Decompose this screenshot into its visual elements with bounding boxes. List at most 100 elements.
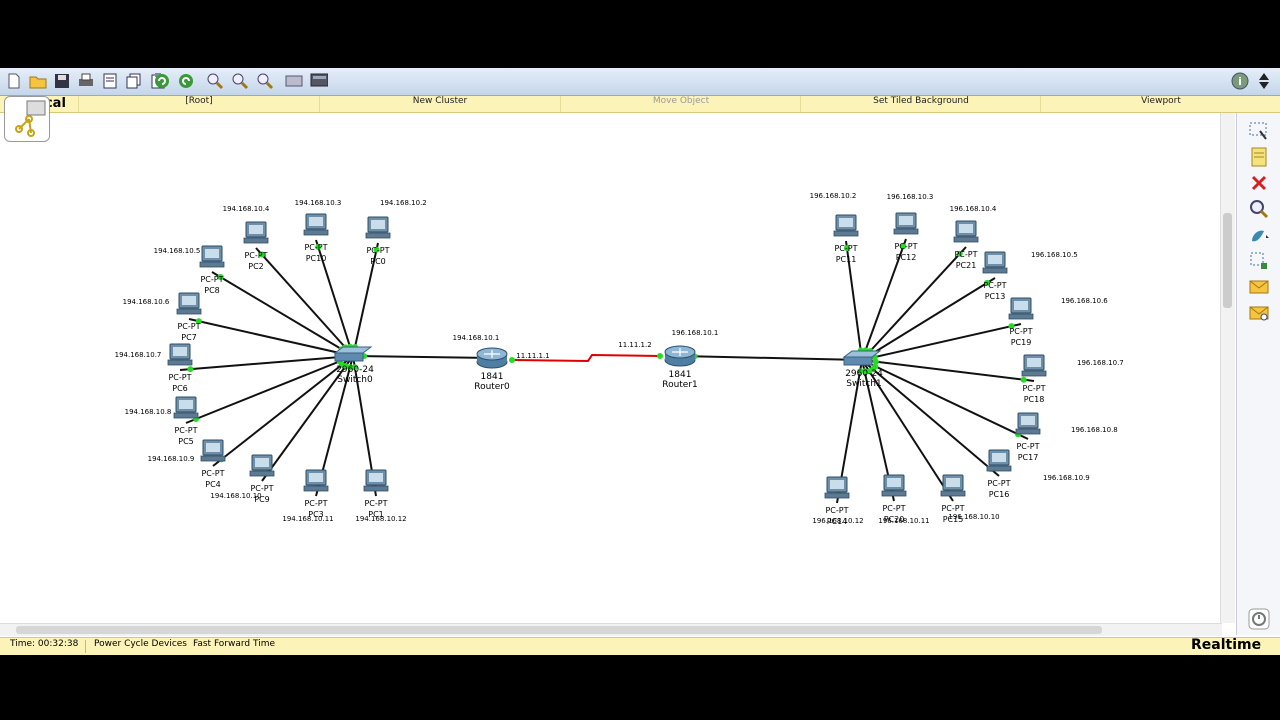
ethernet-link[interactable] bbox=[861, 323, 1022, 361]
zoom-reset-icon[interactable] bbox=[231, 72, 249, 90]
ethernet-link[interactable] bbox=[679, 355, 863, 361]
copy-icon[interactable] bbox=[125, 72, 143, 90]
move-object-button[interactable]: Move Object bbox=[560, 96, 801, 112]
undo-icon[interactable] bbox=[153, 72, 171, 90]
add-simple-pdu-icon[interactable] bbox=[1247, 275, 1271, 299]
ethernet-link[interactable] bbox=[861, 359, 954, 502]
power-cycle-devices-button[interactable]: Power Cycle Devices bbox=[94, 639, 187, 649]
ethernet-link[interactable] bbox=[861, 246, 967, 361]
activity-wizard-icon[interactable] bbox=[101, 72, 119, 90]
ethernet-link[interactable] bbox=[255, 247, 354, 357]
custom-devices-icon[interactable] bbox=[310, 72, 328, 90]
horizontal-scrollbar[interactable] bbox=[0, 623, 1222, 636]
link-status-light bbox=[315, 243, 322, 250]
fast-forward-time-button[interactable]: Fast Forward Time bbox=[193, 639, 276, 649]
new-cluster-button[interactable]: New Cluster bbox=[319, 96, 560, 112]
select-icon[interactable] bbox=[1247, 119, 1271, 143]
open-folder-icon[interactable] bbox=[29, 72, 47, 90]
ethernet-link[interactable] bbox=[861, 359, 1000, 477]
pc-name-label: PC3 bbox=[308, 510, 324, 519]
pc-screen bbox=[179, 400, 193, 409]
pc-base bbox=[953, 236, 979, 243]
ethernet-link[interactable] bbox=[352, 242, 379, 357]
inspect-icon[interactable] bbox=[1247, 197, 1271, 221]
ethernet-link[interactable] bbox=[179, 355, 354, 371]
root-breadcrumb[interactable]: [Root] bbox=[78, 96, 319, 112]
ip-address-label: 194.168.10.4 bbox=[223, 205, 270, 213]
logical-view-icon[interactable] bbox=[4, 96, 50, 142]
pc-type-label: PC-PT bbox=[825, 506, 848, 515]
drawing-palette-icon[interactable] bbox=[1247, 223, 1271, 247]
place-note-icon[interactable] bbox=[1247, 145, 1271, 169]
zoom-out-icon[interactable] bbox=[256, 72, 274, 90]
ethernet-link[interactable] bbox=[212, 355, 354, 467]
vertical-scroll-thumb[interactable] bbox=[1223, 213, 1232, 308]
add-complex-pdu-icon[interactable] bbox=[1247, 301, 1271, 325]
ethernet-link[interactable] bbox=[861, 359, 1029, 440]
resize-shape-icon[interactable] bbox=[1247, 249, 1271, 273]
save-icon[interactable] bbox=[53, 72, 71, 90]
serial-link[interactable] bbox=[513, 353, 661, 363]
zoom-in-icon[interactable] bbox=[206, 72, 224, 90]
ethernet-link[interactable] bbox=[261, 355, 354, 482]
horizontal-scroll-thumb[interactable] bbox=[16, 626, 1102, 634]
ethernet-link[interactable] bbox=[845, 240, 863, 361]
new-file-icon[interactable] bbox=[5, 72, 23, 90]
ip-address-label: 194.168.10.11 bbox=[282, 515, 333, 523]
print-icon[interactable] bbox=[77, 72, 95, 90]
redo-icon[interactable] bbox=[177, 72, 195, 90]
ethernet-link[interactable] bbox=[185, 355, 354, 424]
pc-type-label: PC-PT bbox=[177, 322, 200, 331]
realtime-mode-label[interactable]: Realtime bbox=[1191, 637, 1262, 653]
set-tiled-background-button[interactable]: Set Tiled Background bbox=[800, 96, 1041, 112]
ethernet-link[interactable] bbox=[861, 359, 1035, 382]
vertical-scrollbar[interactable] bbox=[1220, 113, 1235, 623]
ethernet-link[interactable] bbox=[861, 277, 996, 361]
pc-type-label: PC-PT bbox=[987, 479, 1010, 488]
link-status-light bbox=[1020, 376, 1027, 383]
viewport-button[interactable]: Viewport bbox=[1040, 96, 1280, 112]
ethernet-link[interactable] bbox=[315, 239, 354, 357]
help-icon[interactable]: i bbox=[1231, 72, 1249, 90]
pc-base bbox=[1008, 313, 1034, 320]
realtime-mode-icon[interactable] bbox=[1247, 607, 1271, 631]
status-bar: Time: 00:32:38 Power Cycle Devices Fast … bbox=[0, 637, 1280, 655]
ethernet-link[interactable] bbox=[211, 271, 354, 357]
palette-icon[interactable] bbox=[285, 72, 303, 90]
ethernet-link[interactable] bbox=[861, 238, 907, 361]
delete-icon[interactable] bbox=[1247, 171, 1271, 195]
ethernet-link[interactable] bbox=[188, 318, 354, 357]
pc-screen bbox=[1027, 358, 1041, 367]
pc-base bbox=[1021, 370, 1047, 377]
ethernet-link[interactable] bbox=[352, 355, 493, 359]
close-panel-icon[interactable] bbox=[1257, 72, 1271, 90]
